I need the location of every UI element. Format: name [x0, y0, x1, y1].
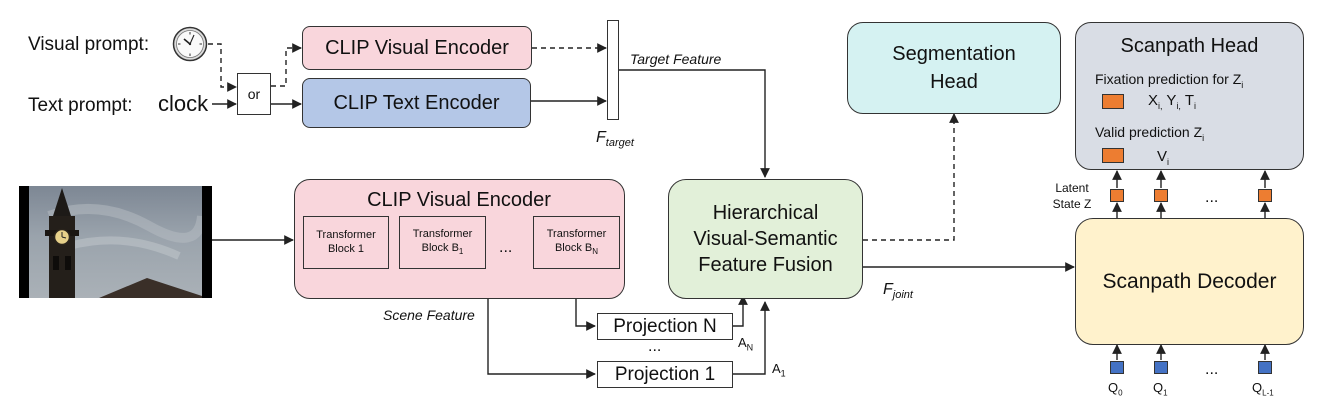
a-1-label: A1	[772, 361, 786, 379]
latent-token-1	[1154, 189, 1168, 202]
a-n-label: AN	[738, 335, 754, 353]
scene-image	[19, 186, 212, 298]
clip-text-encoder: CLIP Text Encoder	[302, 78, 531, 128]
projection-n-label: Projection N	[613, 315, 717, 337]
ql-label: QL-1	[1252, 380, 1274, 398]
f-joint-label: Fjoint	[883, 281, 913, 302]
or-label: or	[247, 86, 261, 102]
text-prompt-value: clock	[158, 91, 209, 116]
valid-output-token	[1102, 148, 1124, 163]
target-feature-bar	[607, 20, 619, 120]
scanpath-decoder-label: Scanpath Decoder	[1102, 269, 1277, 293]
query-ellipsis: ...	[1205, 361, 1219, 378]
q1-label: Q1	[1153, 380, 1168, 398]
projection-n: Projection N	[597, 313, 733, 340]
clock-tower-image	[45, 188, 202, 298]
clip-visual-encoder-scene-label: CLIP Visual Encoder	[367, 189, 551, 211]
clock-icon	[172, 26, 208, 62]
visual-prompt-label: Visual prompt:	[28, 34, 150, 55]
target-feature-label: Target Feature	[630, 51, 722, 67]
latent-token-0	[1110, 189, 1124, 202]
valid-prediction-label: Valid prediction Zi	[1095, 124, 1205, 143]
f-target-label: Ftarget	[596, 129, 634, 150]
scanpath-head-title: Scanpath Head	[1120, 35, 1259, 57]
clip-visual-encoder-prompt-label: CLIP Visual Encoder	[325, 36, 509, 59]
xyt-output-label: Xi, Yi, Ti	[1148, 92, 1197, 111]
query-token-0	[1110, 361, 1124, 374]
q0-label: Q0	[1108, 380, 1123, 398]
or-gate: or	[237, 73, 271, 115]
projection-1: Projection 1	[597, 361, 733, 388]
block-ellipsis: ...	[499, 239, 513, 256]
projection-ellipsis: ...	[648, 338, 662, 355]
query-token-1	[1154, 361, 1168, 374]
fixation-output-token	[1102, 94, 1124, 109]
query-token-last	[1258, 361, 1272, 374]
scanpath-decoder: Scanpath Decoder	[1075, 218, 1304, 345]
projection-1-label: Projection 1	[614, 363, 716, 385]
clip-text-encoder-label: CLIP Text Encoder	[333, 91, 500, 114]
clip-visual-encoder-prompt: CLIP Visual Encoder	[302, 26, 532, 70]
v-output-label: Vi	[1157, 148, 1170, 167]
scene-feature-label: Scene Feature	[383, 307, 475, 323]
fixation-prediction-label: Fixation prediction for Zi	[1095, 71, 1244, 90]
latent-token-last	[1258, 189, 1272, 202]
text-prompt-label: Text prompt:	[28, 95, 133, 116]
latent-ellipsis: ...	[1205, 189, 1219, 206]
